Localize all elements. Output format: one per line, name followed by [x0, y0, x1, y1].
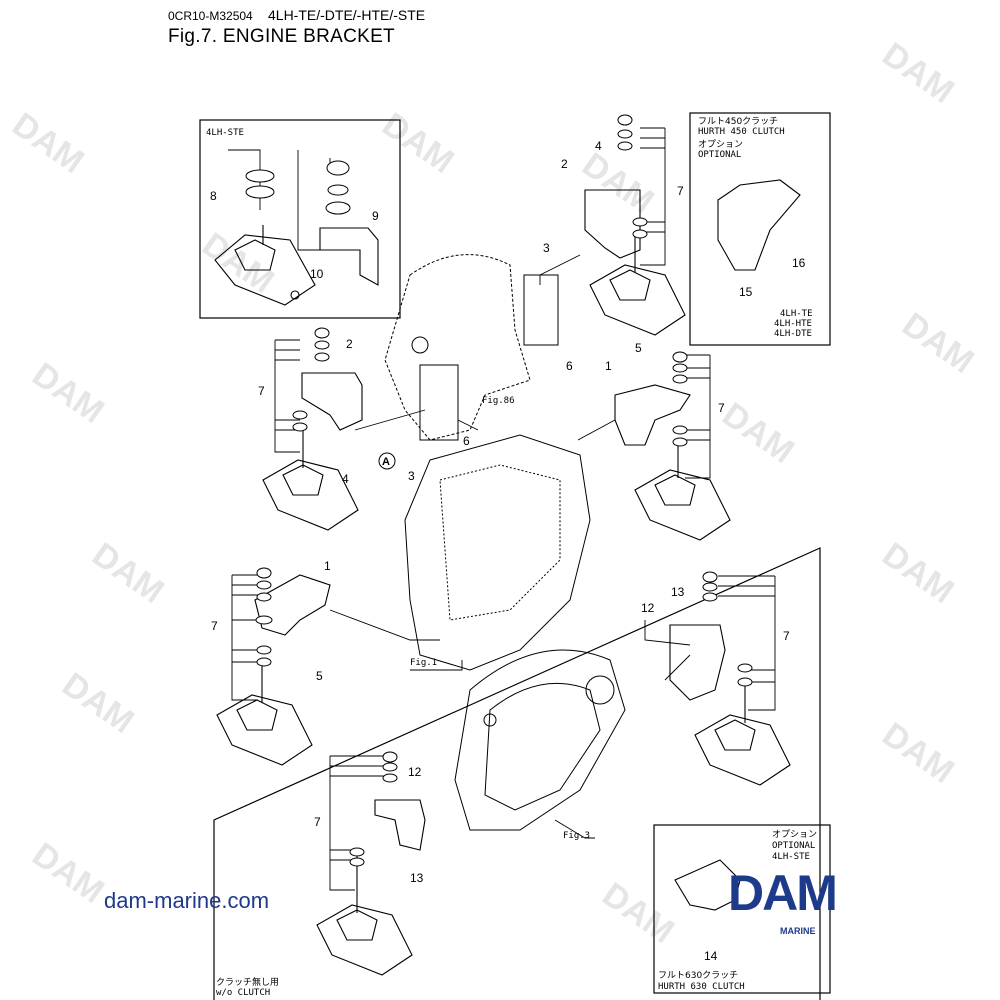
brackets	[254, 179, 801, 911]
part-number: 6	[566, 359, 573, 373]
watermark: DAM	[595, 875, 680, 951]
panel-labels: 4LH-STE フルト450クラッチ HURTH 450 CLUTCH オプショ…	[206, 116, 817, 998]
watermark: DAM	[85, 535, 170, 611]
part-number: 12	[408, 765, 422, 779]
watermark: DAM	[875, 35, 960, 111]
part-number: 7	[258, 384, 265, 398]
watermark: DAM	[25, 835, 110, 911]
dam-marine-logo: DAM MARINE	[728, 866, 904, 946]
watermark: DAM	[575, 145, 660, 221]
hurth630-model: 4LH-STE	[772, 852, 810, 862]
bracket-hurth-630	[674, 859, 741, 911]
hurth450-jp: フルト450クラッチ	[698, 116, 778, 127]
leader-lines	[228, 127, 776, 891]
hurth450-option-en: OPTIONAL	[698, 150, 741, 160]
hurth630-en: HURTH 630 CLUTCH	[658, 982, 745, 992]
part-number: 3	[543, 241, 550, 255]
watermark: DAM	[5, 105, 90, 181]
hurth450-option-jp: オプション	[698, 139, 743, 150]
watermark: DAM	[715, 395, 800, 471]
hardware	[245, 114, 753, 867]
mount-no-clutch	[316, 855, 413, 976]
part-number: 16	[792, 256, 806, 270]
hurth450-model: 4LH-TE	[780, 309, 813, 319]
hurth450-model: 4LH-HTE	[774, 319, 812, 329]
mount-stl	[214, 225, 316, 306]
watermark: DAM	[195, 225, 280, 301]
part-number: 2	[346, 337, 353, 351]
logo-subtitle: MARINE	[780, 926, 816, 936]
panel-stl-label: 4LH-STE	[206, 128, 244, 138]
part-number: 7	[314, 815, 321, 829]
ref-fig1: Fig.1	[410, 658, 437, 668]
hurth450-model: 4LH-DTE	[774, 329, 812, 339]
watermark: DAM	[895, 305, 980, 381]
part-numbers: 8 9 10 4 2 7 3 6 2 7 6 4 3 5 1 7 1 7 5 1…	[210, 139, 806, 963]
bracket-15	[717, 179, 801, 271]
bracket-12-lower	[374, 799, 426, 851]
part-number: 6	[463, 434, 470, 448]
site-url: dam-marine.com	[104, 888, 270, 913]
watermark-layer: DAM DAM DAM DAM DAM DAM DAM DAM DAM DAM …	[5, 35, 980, 951]
figure-title: Fig.7. ENGINE BRACKET	[168, 26, 395, 47]
logo-wordmark: DAM	[728, 865, 838, 921]
part-number: 7	[677, 184, 684, 198]
part-number: 14	[704, 949, 718, 963]
watermark: DAM	[375, 105, 460, 181]
part-number: 7	[211, 619, 218, 633]
mount-right-upper	[634, 445, 731, 541]
hurth630-option-en: OPTIONAL	[772, 841, 815, 851]
part-number: 13	[671, 585, 685, 599]
watermark: DAM	[25, 355, 110, 431]
bracket-2-left	[301, 372, 363, 431]
callout-a-circle	[378, 452, 396, 470]
part-number: 7	[783, 629, 790, 643]
mount-left-upper	[262, 430, 359, 531]
ref-fig86: Fig.86	[482, 396, 515, 406]
watermark: DAM	[55, 665, 140, 741]
part-number: 3	[408, 469, 415, 483]
part-number: 12	[641, 601, 655, 615]
panel-hurth-630	[653, 824, 831, 994]
bracket-1-left	[254, 574, 331, 636]
figure-references: Fig.86 Fig.1 Fig.3	[410, 396, 590, 841]
document-code: 0CR10-M32504	[168, 9, 253, 23]
mount-right-lower	[694, 685, 791, 786]
part-number: 5	[316, 669, 323, 683]
no-clutch-jp: クラッチ無し用	[216, 976, 279, 988]
part-number: 9	[372, 209, 379, 223]
hurth630-jp: フルト630クラッチ	[658, 970, 738, 981]
engine-models: 4LH-TE/-DTE/-HTE/-STE	[268, 7, 426, 23]
no-clutch-en: w/o CLUTCH	[216, 988, 270, 998]
bracket-2-top	[584, 189, 641, 259]
panel-4lh-ste	[199, 119, 401, 319]
hurth630-option-jp: オプション	[772, 829, 817, 840]
part-number: 2	[561, 157, 568, 171]
part-number: 1	[605, 359, 612, 373]
hurth450-en: HURTH 450 CLUTCH	[698, 127, 785, 137]
part-number: 8	[210, 189, 217, 203]
watermark: DAM	[875, 715, 960, 791]
part-number: 5	[635, 341, 642, 355]
engine-mounts	[214, 225, 791, 976]
bracket-12-right	[669, 624, 726, 701]
watermark: DAM	[875, 535, 960, 611]
bracket-9	[319, 227, 379, 286]
panel-without-clutch	[213, 547, 821, 1000]
bracket-1-right	[614, 384, 691, 446]
part-number: 7	[718, 401, 725, 415]
part-number: 15	[739, 285, 753, 299]
mount-top-right	[589, 235, 686, 336]
engine-block-outline	[384, 254, 626, 831]
ref-fig3: Fig.3	[563, 831, 590, 841]
panel-hurth-450	[689, 112, 831, 346]
part-number: 13	[410, 871, 424, 885]
part-number: 4	[595, 139, 602, 153]
mount-left-lower	[216, 665, 313, 766]
part-number: 1	[324, 559, 331, 573]
part-number: 4	[342, 472, 349, 486]
part-number: 10	[310, 267, 324, 281]
callout-a: A	[382, 456, 390, 468]
